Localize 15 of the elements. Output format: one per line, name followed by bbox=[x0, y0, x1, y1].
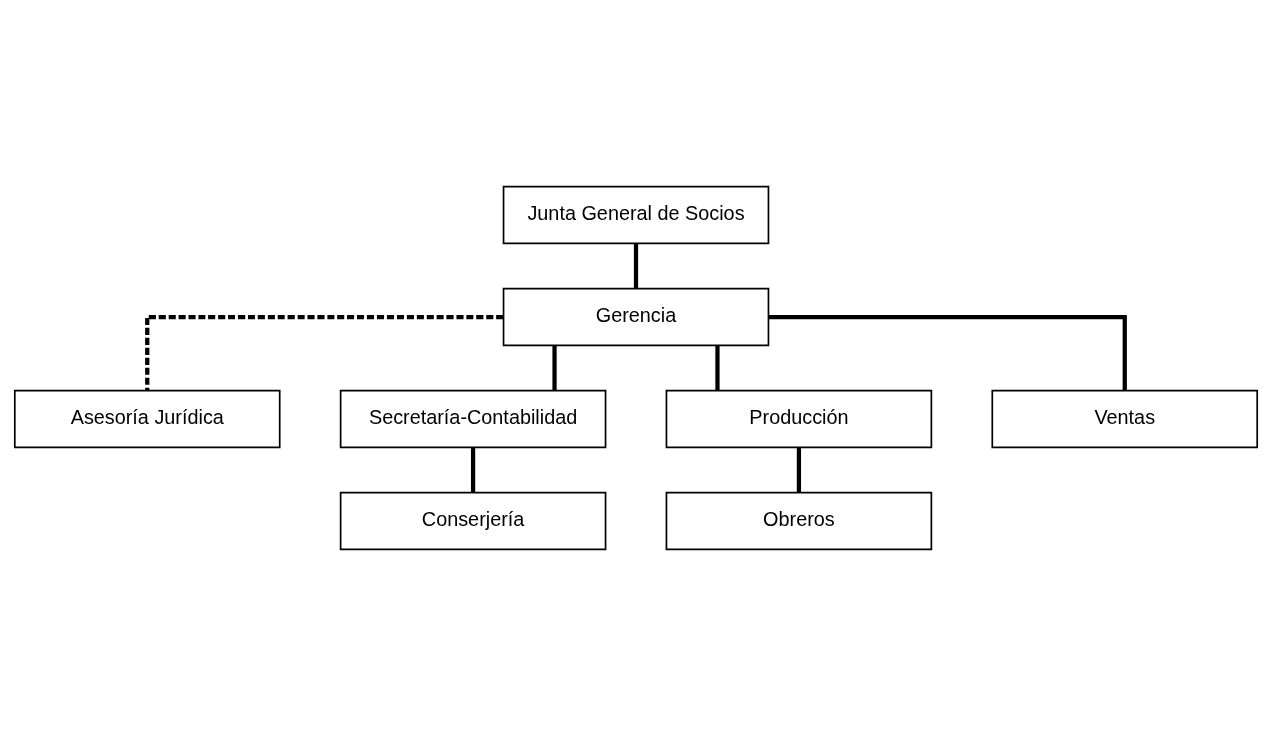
connector bbox=[715, 344, 720, 390]
connector bbox=[470, 446, 476, 492]
connector bbox=[552, 344, 557, 390]
connector bbox=[768, 314, 1127, 391]
node-box: Secretaría-Contabilidad bbox=[339, 389, 607, 448]
node-box: Obreros bbox=[665, 491, 933, 550]
connector bbox=[796, 446, 802, 492]
node-box: Junta General de Socios bbox=[502, 185, 770, 244]
node-box: Ventas bbox=[991, 389, 1259, 448]
connector bbox=[633, 242, 639, 288]
node-box: Gerencia bbox=[502, 287, 770, 346]
node-box: Conserjería bbox=[339, 491, 607, 550]
node-box: Producción bbox=[665, 389, 933, 448]
connector bbox=[145, 314, 504, 391]
node-box: Asesoría Jurídica bbox=[13, 389, 281, 448]
